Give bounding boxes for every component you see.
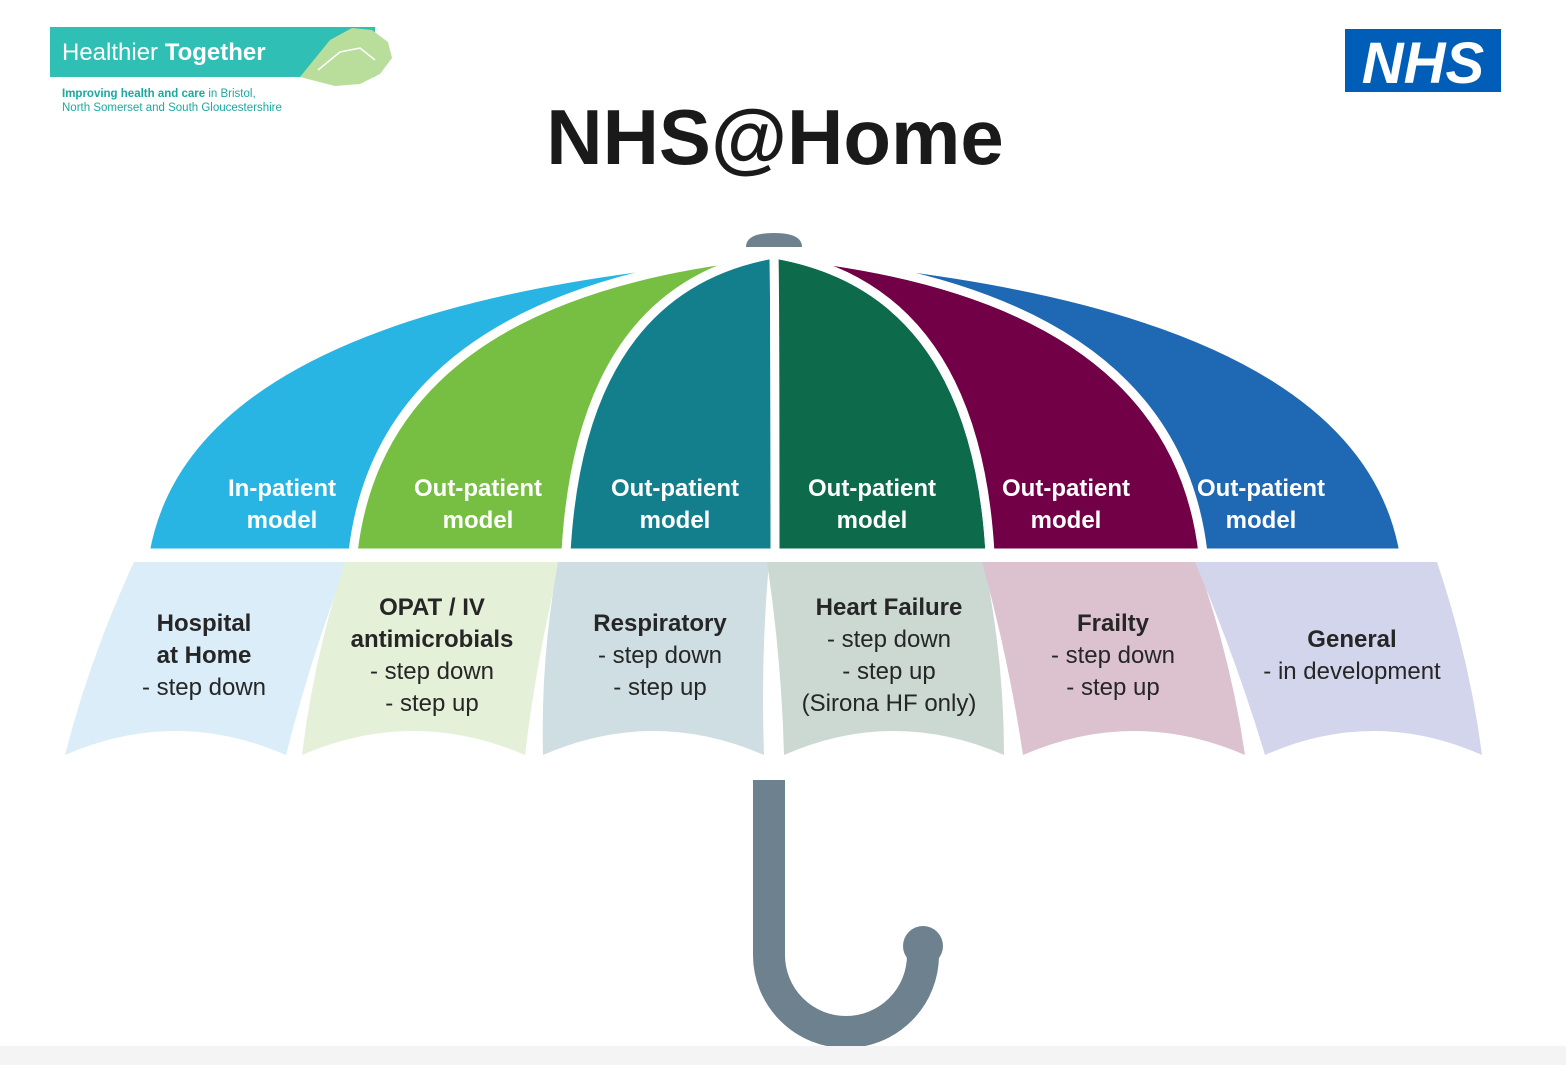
service-name: antimicrobials (351, 626, 514, 653)
model-label: model (640, 507, 711, 534)
page-title: NHS@Home (546, 93, 1003, 181)
umbrella-handle-tip (903, 926, 943, 966)
service-name: at Home (157, 642, 252, 669)
model-label: model (1031, 507, 1102, 534)
model-label: Out-patient (414, 475, 542, 502)
umbrella-handle (753, 780, 939, 1048)
service-detail: - step down (1051, 642, 1175, 669)
bottom-band (0, 1046, 1566, 1065)
model-label: model (1226, 507, 1297, 534)
canopy-lower-panel (542, 562, 769, 755)
nhs-logo: NHS (1345, 29, 1501, 96)
model-label: Out-patient (1197, 475, 1325, 502)
canopy-upper-segment (769, 249, 1409, 558)
model-label: In-patient (228, 475, 336, 502)
service-name: Respiratory (593, 610, 727, 637)
canopy-lower-panel (767, 562, 1004, 755)
service-name: General (1307, 626, 1396, 653)
umbrella-top-knob (746, 233, 802, 247)
model-label: model (837, 507, 908, 534)
model-label: Out-patient (611, 475, 739, 502)
model-label: Out-patient (808, 475, 936, 502)
service-detail: - step up (842, 658, 935, 685)
service-detail: - step down (598, 642, 722, 669)
canopy-upper-segments (140, 249, 1409, 558)
service-detail: - step up (613, 674, 706, 701)
service-detail: - step up (1066, 674, 1159, 701)
service-name: Heart Failure (816, 594, 963, 621)
logo-tagline-line2: North Somerset and South Gloucestershire (62, 102, 282, 114)
nhs-logo-text: NHS (1362, 31, 1485, 96)
service-name: OPAT / IV (379, 594, 485, 621)
model-label: model (247, 507, 318, 534)
service-detail: - step up (385, 690, 478, 717)
service-detail: - in development (1263, 658, 1441, 685)
region-map-icon (300, 28, 392, 86)
logo-tagline-line1: Improving health and care in Bristol, (62, 88, 256, 100)
canopy-lower-panel (302, 562, 560, 755)
canopy-lower-panel (1195, 562, 1482, 755)
service-name: Hospital (157, 610, 252, 637)
model-label: model (443, 507, 514, 534)
canopy-lower-panel (982, 562, 1245, 755)
service-name: Frailty (1077, 610, 1150, 637)
canopy-lower-panel (65, 562, 347, 755)
region-border-line (317, 47, 376, 71)
canopy-lower-segments (65, 562, 1482, 755)
nhs-logo-box (1345, 29, 1501, 92)
service-detail: - step down (370, 658, 494, 685)
model-label: Out-patient (1002, 475, 1130, 502)
logo-name: Healthier Together (62, 39, 266, 66)
service-detail: - step down (827, 626, 951, 653)
healthier-together-logo: Healthier Together Improving health and … (50, 27, 392, 114)
service-detail: - step down (142, 674, 266, 701)
service-detail: (Sirona HF only) (802, 690, 977, 717)
